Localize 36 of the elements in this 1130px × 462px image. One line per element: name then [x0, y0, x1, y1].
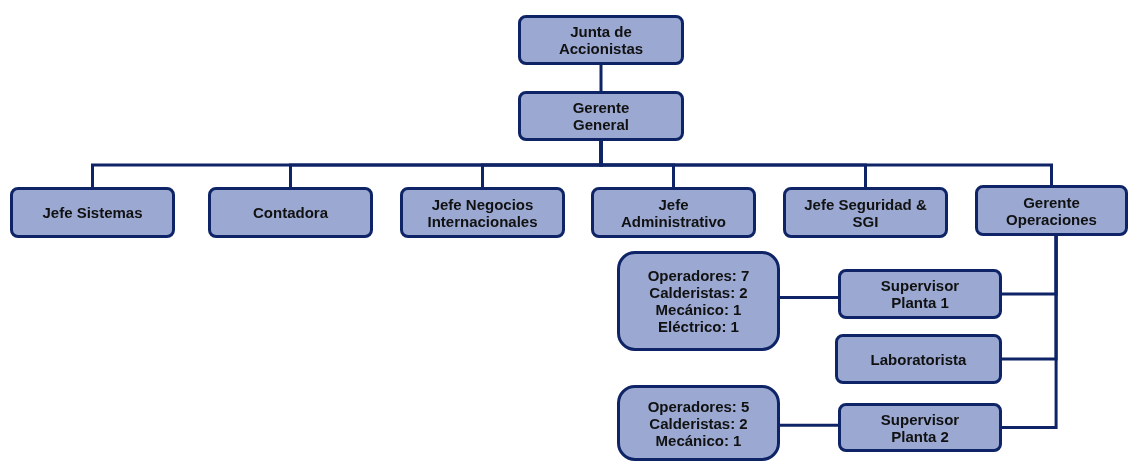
position-box	[10, 187, 175, 238]
crew-box	[617, 251, 780, 351]
node-text: Jefe Sistemas	[42, 204, 143, 221]
node-text: Supervisor Planta 2	[879, 410, 961, 445]
position-box	[518, 91, 684, 141]
position-box	[835, 334, 1002, 384]
connector-line	[1002, 236, 1058, 429]
position-box	[208, 187, 373, 238]
connector-line	[599, 141, 1053, 185]
connector-line	[599, 65, 603, 91]
crew-box	[617, 385, 780, 461]
node-text: Operadores: 7	[647, 267, 750, 284]
node-text: Gerente Operaciones	[1005, 193, 1098, 228]
position-box	[838, 269, 1002, 319]
node-text: Jefe Negocios Internacionales	[426, 195, 539, 230]
node-text: Gerente General	[571, 99, 631, 133]
node-text: Mecánico: 1	[655, 301, 742, 318]
node-text: Junta de Accionistas	[557, 23, 645, 57]
position-box	[400, 187, 565, 238]
connector-line	[780, 423, 838, 427]
position-box	[518, 15, 684, 65]
connector-line	[780, 296, 838, 299]
position-box	[783, 187, 948, 238]
node-text: Laboratorista	[870, 350, 967, 368]
position-box	[975, 185, 1128, 236]
node-text: Contadora	[253, 204, 328, 221]
node-text: Calderistas: 2	[649, 284, 748, 301]
node-text: Supervisor Planta 1	[879, 277, 961, 311]
node-text: Jefe Administrativo	[620, 195, 727, 230]
node-text: Jefe Seguridad & SGI	[803, 195, 928, 230]
node-text: Operadores: 5	[647, 397, 750, 415]
position-box	[838, 403, 1002, 452]
position-box	[591, 187, 756, 238]
node-text: Eléctrico: 1	[658, 318, 739, 335]
node-text: Mecánico: 1	[655, 431, 742, 449]
node-text: Calderistas: 2	[649, 414, 748, 432]
